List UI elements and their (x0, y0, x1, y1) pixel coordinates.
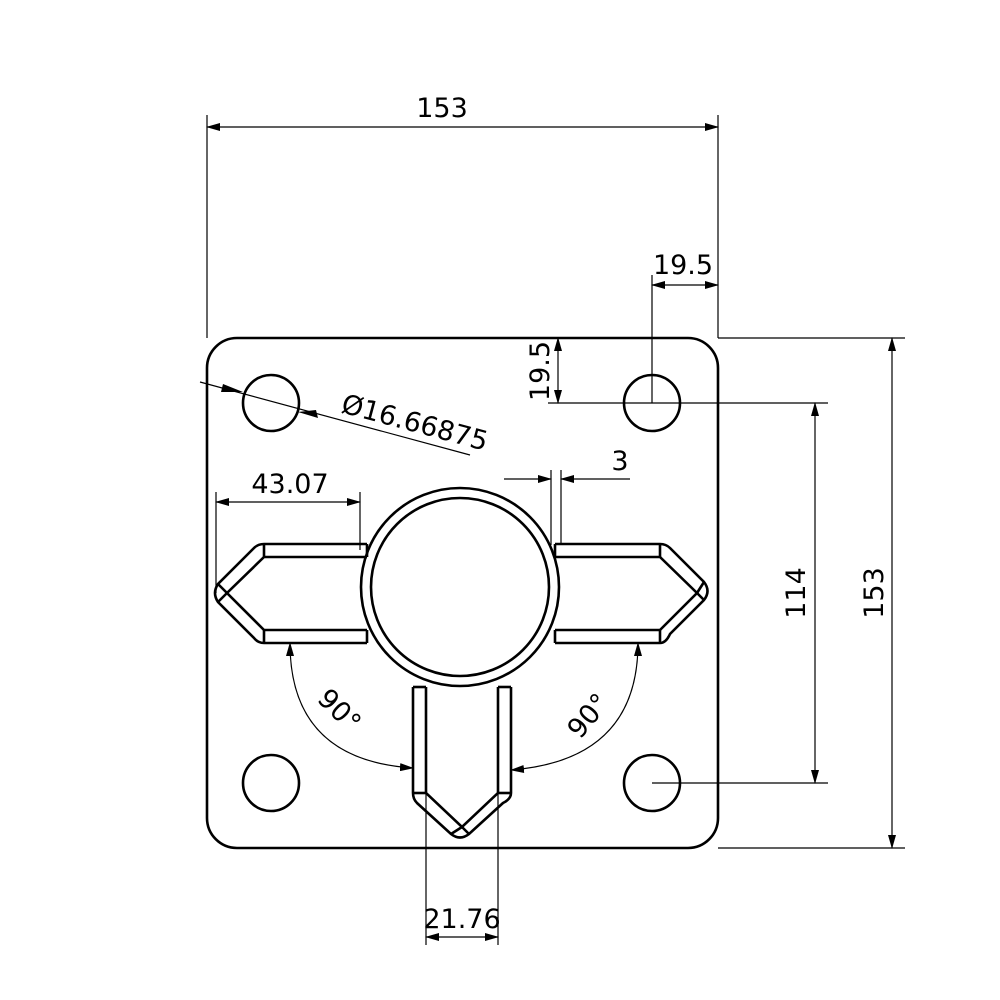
dim-hole-spacing: 114 (652, 402, 828, 784)
dim-hole-diameter: Ø16.66875 (199, 381, 491, 458)
dim-angle-right: 90° (510, 642, 642, 773)
dim-hole-offset-y: 19.5 (525, 337, 828, 404)
dim-overall-height-label: 153 (859, 567, 890, 619)
dim-arm-width-label: 21.76 (423, 904, 500, 935)
base-plate (205, 336, 720, 850)
dim-arm-width: 21.76 (423, 793, 501, 945)
dim-angle-right-label: 90° (562, 688, 617, 745)
dim-overall-width-label: 153 (416, 93, 468, 124)
dim-arm-gap-label: 3 (611, 446, 628, 477)
dim-hole-offset-y-label: 19.5 (525, 341, 556, 401)
dim-angle-left-label: 90° (311, 683, 367, 739)
dim-arm-length-label: 43.07 (251, 469, 328, 500)
dim-overall-height: 153 (718, 337, 905, 849)
dim-hole-spacing-label: 114 (781, 567, 812, 619)
dim-hole-offset-x-label: 19.5 (653, 250, 713, 281)
hole-top-left (241, 373, 301, 433)
dim-overall-width: 153 (206, 93, 719, 338)
dim-hole-diameter-label: Ø16.66875 (338, 389, 491, 458)
bottom-arm (411, 685, 513, 839)
center-ring (359, 486, 561, 688)
dim-arm-length: 43.07 (215, 469, 361, 593)
dim-arm-gap: 3 (504, 446, 630, 545)
right-arm (553, 542, 709, 645)
dim-hole-offset-x: 19.5 (651, 250, 719, 403)
hole-bottom-left (241, 753, 301, 813)
left-arm (213, 542, 369, 645)
